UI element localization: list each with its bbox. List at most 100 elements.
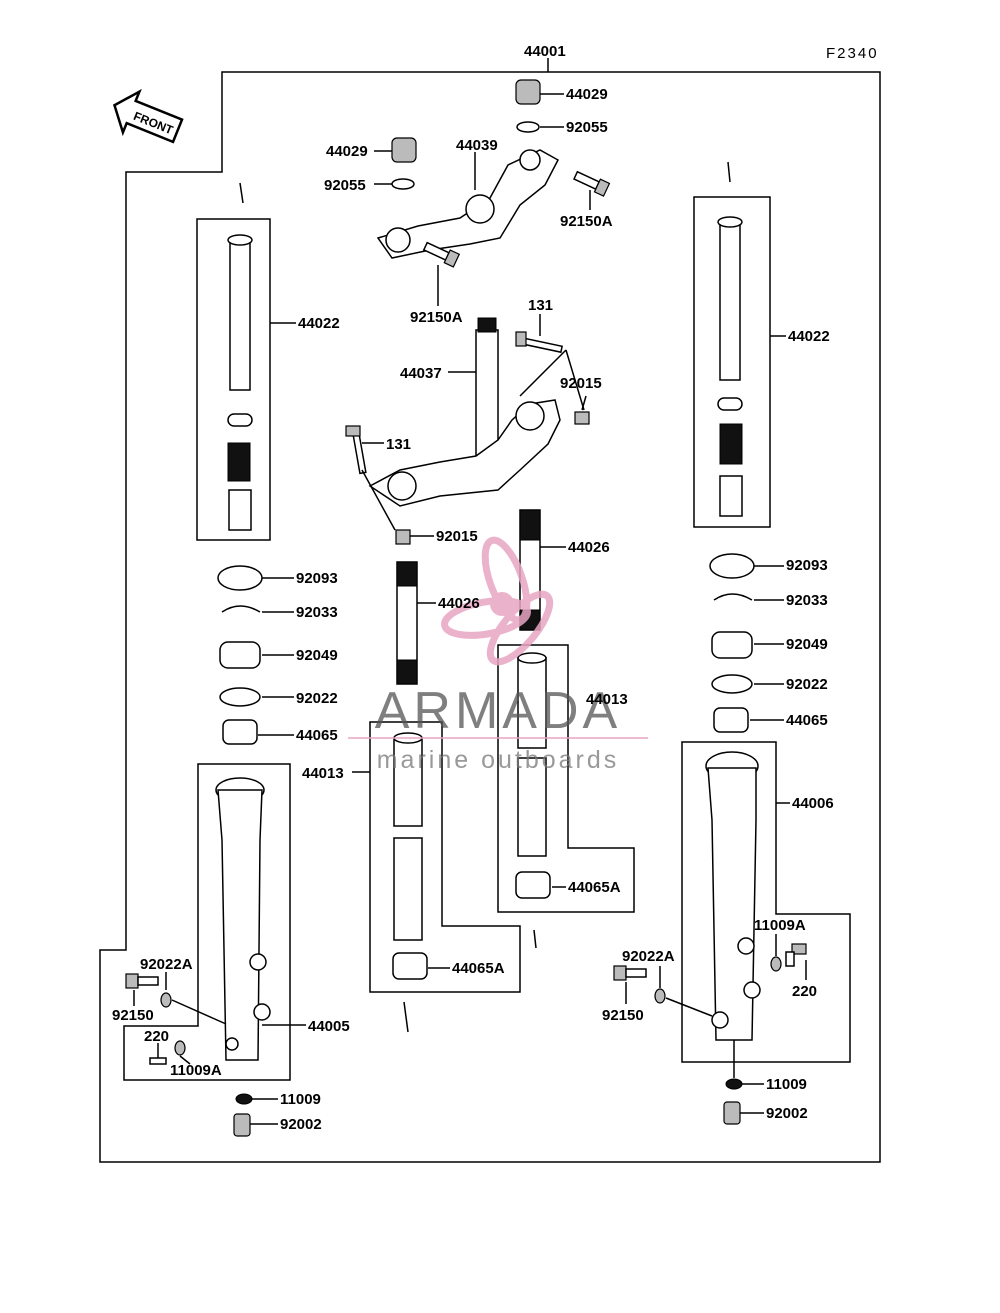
oilseal-left-icon: [219, 641, 261, 669]
inner-tube-box-mid: [497, 644, 635, 913]
bolt-131-top-icon: [515, 331, 564, 354]
watermark-tagline: marine outboards: [377, 746, 620, 774]
label-gasket-right: 11009: [766, 1076, 807, 1093]
oring-left-icon: [391, 178, 415, 190]
assembly-outline: [99, 71, 881, 1163]
upper-bracket: [376, 149, 560, 259]
bushing-left-icon: [222, 719, 258, 745]
bushing-a-left-icon: [392, 952, 428, 980]
label-bolt-left: 92150: [112, 1007, 154, 1024]
label-bushing-a-right: 44065A: [568, 879, 621, 896]
front-arrow-icon: FRONT: [112, 88, 184, 144]
label-fork-pipe-right: 44022: [788, 328, 830, 345]
label-cap-bolt-right: 44029: [566, 86, 608, 103]
label-bolt-bottom-left: 92002: [280, 1116, 322, 1133]
bolt-upper-right-icon: [572, 170, 611, 197]
label-upper-bracket: 44039: [456, 137, 498, 154]
outer-fork-box-right: [681, 741, 851, 1063]
tube-left: [396, 561, 418, 685]
gasket-a-left-icon: [174, 1040, 186, 1056]
bolt-131-left-icon: [345, 425, 367, 475]
label-gasket-a-left: 11009A: [170, 1062, 222, 1079]
outer-fork-left: [215, 777, 271, 1061]
bolt-upper-mid-icon: [422, 241, 461, 268]
label-bushing-right: 44065: [786, 712, 828, 729]
label-screw-220-right: 220: [792, 983, 817, 1000]
outer-fork-right: [705, 751, 761, 1041]
seal-left-icon: [217, 565, 263, 591]
label-bolt-upper-mid: 92150A: [410, 309, 463, 326]
bushing-right-icon: [713, 707, 749, 733]
oilseal-right-icon: [711, 631, 753, 659]
label-bolt-upper-right: 92150A: [560, 213, 613, 230]
direction-mark-right: [727, 161, 731, 183]
washer-right-icon: [711, 674, 753, 694]
label-washer-a-left: 92022A: [140, 956, 193, 973]
screw-220-left-icon: [149, 1057, 167, 1065]
figure-code: F2340: [826, 45, 879, 62]
gasket-a-right-icon: [770, 956, 782, 972]
label-nut-92015-right: 92015: [560, 375, 602, 392]
label-oring-right: 92055: [566, 119, 608, 136]
bolt-right-icon: [613, 965, 647, 981]
outer-fork-box-left: [123, 763, 291, 1081]
cap-bolt-left-icon: [391, 137, 417, 163]
direction-mark-left: [239, 182, 244, 204]
label-bushing-left: 44065: [296, 727, 338, 744]
label-inner-tube-left: 44013: [302, 765, 344, 782]
label-seal-left: 92093: [296, 570, 338, 587]
label-bolt-131-top: 131: [528, 297, 553, 314]
label-gasket-a-right: 11009A: [754, 917, 806, 934]
label-gasket-left: 11009: [280, 1091, 321, 1108]
label-cap-bolt-left: 44029: [326, 143, 368, 160]
label-oilseal-right: 92049: [786, 636, 828, 653]
gasket-right-icon: [725, 1078, 743, 1090]
label-oring-left: 92055: [324, 177, 366, 194]
label-bolt-131-left: 131: [386, 436, 411, 453]
cap-bolt-right-icon: [515, 79, 541, 105]
fork-pipe-box-right: [693, 196, 771, 528]
label-washer-left: 92022: [296, 690, 338, 707]
label-outer-left: 44005: [308, 1018, 350, 1035]
label-fork-pipe-left: 44022: [298, 315, 340, 332]
seal-right-icon: [709, 553, 755, 579]
nut-92015-bottom-icon: [395, 529, 411, 545]
oring-right-icon: [516, 121, 540, 133]
label-screw-220-left: 220: [144, 1028, 169, 1045]
label-nut-92015-bottom: 92015: [436, 528, 478, 545]
screw-220-right-icon: [785, 943, 807, 967]
fork-pipe-left: [227, 234, 253, 531]
label-oilseal-left: 92049: [296, 647, 338, 664]
label-clip-left: 92033: [296, 604, 338, 621]
label-bolt-right: 92150: [602, 1007, 644, 1024]
inner-tube-mid: [517, 652, 547, 857]
washer-a-left-icon: [160, 992, 172, 1008]
label-stem: 44037: [400, 365, 442, 382]
label-clip-right: 92033: [786, 592, 828, 609]
label-outer-right: 44006: [792, 795, 834, 812]
watermark-logo-icon: [441, 536, 554, 666]
clip-right-icon: [713, 593, 753, 601]
label-washer-a-right: 92022A: [622, 948, 675, 965]
label-tube-right: 44026: [568, 539, 610, 556]
label-assembly: 44001: [524, 43, 566, 60]
bolt-bottom-right-icon: [723, 1101, 741, 1125]
label-seal-right: 92093: [786, 557, 828, 574]
label-inner-tube-mid: 44013: [586, 691, 628, 708]
fork-pipe-right: [717, 216, 743, 517]
steering-stem: [368, 317, 561, 507]
bushing-a-right-icon: [515, 871, 551, 899]
direction-mark-bottom: [403, 1001, 409, 1033]
direction-mark-mid: [533, 929, 537, 949]
washer-left-icon: [219, 687, 261, 707]
bolt-left-icon: [125, 973, 159, 989]
bolt-bottom-left-icon: [233, 1113, 251, 1137]
nut-92015-right-icon: [574, 411, 590, 425]
label-bushing-a-left: 44065A: [452, 960, 505, 977]
label-washer-right: 92022: [786, 676, 828, 693]
gasket-left-icon: [235, 1093, 253, 1105]
label-bolt-bottom-right: 92002: [766, 1105, 808, 1122]
fork-pipe-box-left: [196, 218, 271, 541]
label-tube-left: 44026: [438, 595, 480, 612]
